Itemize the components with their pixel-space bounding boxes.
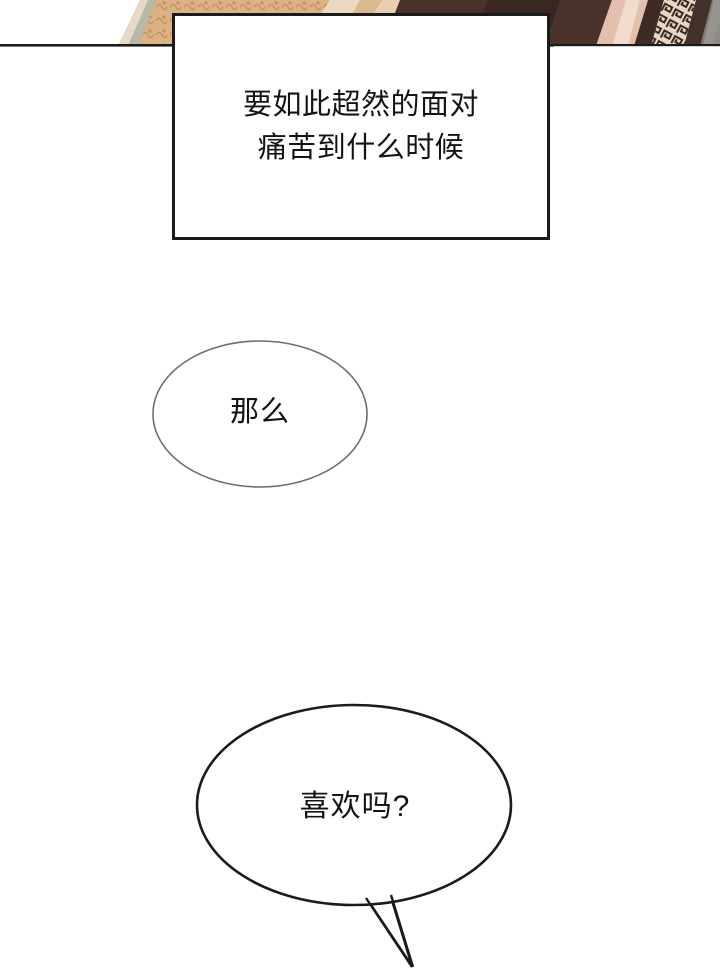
narration-caption-text: 要如此超然的面对 痛苦到什么时候 (242, 89, 479, 164)
narration-caption-box: 要如此超然的面对 痛苦到什么时候 (172, 13, 550, 240)
panel-bottom-border-right (548, 44, 720, 47)
thought-bubble-text: 那么 (229, 396, 290, 428)
thought-bubble-nameme: 那么 (150, 338, 370, 490)
speech-bubble-question: 喜欢吗? (190, 698, 520, 970)
thought-bubble-outline (152, 340, 368, 488)
speech-bubble-outline (195, 703, 513, 968)
speech-bubble-text: 喜欢吗? (299, 790, 411, 823)
